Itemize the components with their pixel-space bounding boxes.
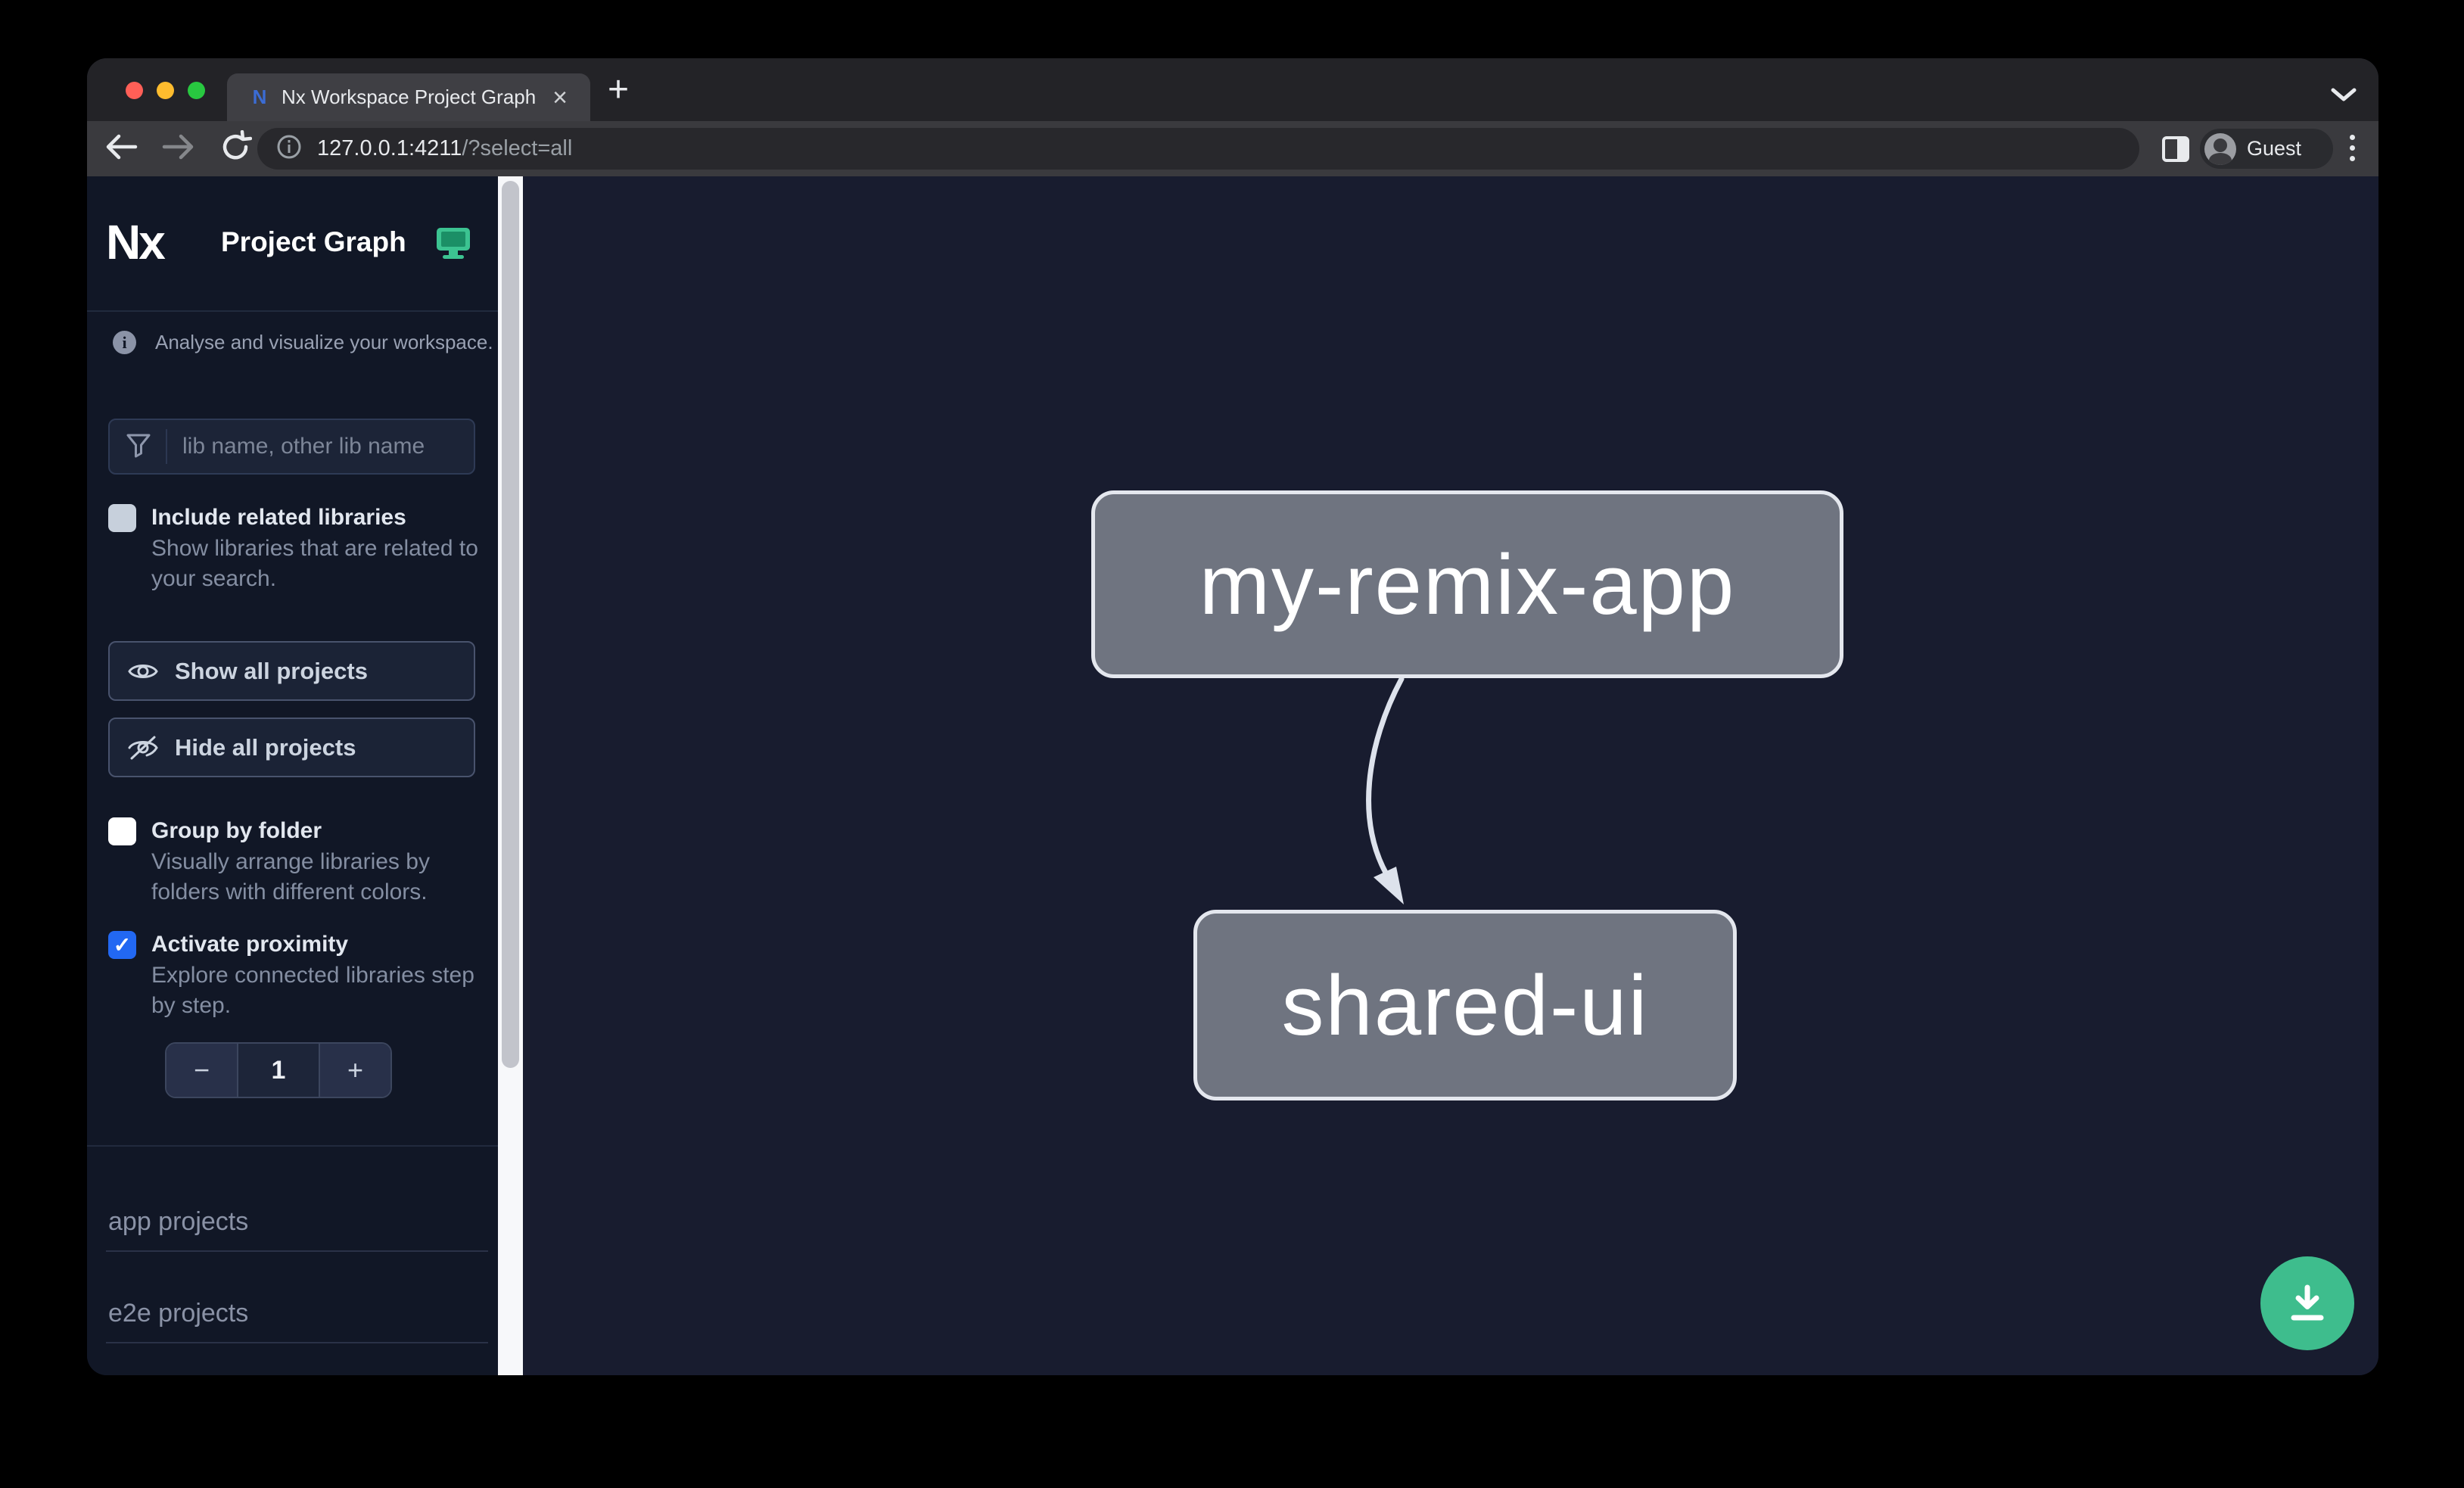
scrollbar-thumb[interactable] (502, 181, 519, 1068)
sidebar: Nx Project Graph i Analyse and visualize… (87, 176, 498, 1375)
option-activate-proximity: ✓ Activate proximity Explore connected l… (108, 929, 493, 1021)
section-e2e-projects[interactable]: e2e projects (108, 1299, 249, 1328)
nx-logo: Nx (106, 215, 166, 269)
graph-node-shared-ui[interactable]: shared-ui (1193, 910, 1737, 1100)
tab-bar: N Nx Workspace Project Graph × + (87, 58, 2378, 121)
sidebar-scrollbar[interactable] (498, 176, 523, 1375)
url-host: 127.0.0.1:4211 (317, 136, 462, 160)
section-underline (106, 1250, 488, 1252)
hide-all-projects-button[interactable]: Hide all projects (108, 718, 475, 777)
option-group-by-folder: Group by folder Visually arrange librari… (108, 816, 493, 907)
section-underline (106, 1342, 488, 1343)
site-info-icon[interactable] (276, 134, 302, 163)
proximity-stepper: − 1 + (165, 1042, 392, 1098)
tab-search-chevron-icon[interactable] (2329, 86, 2359, 107)
brand: Nx Project Graph (106, 214, 406, 270)
info-icon: i (113, 331, 136, 354)
browser-window: N Nx Workspace Project Graph × + 127.0. (87, 58, 2378, 1375)
option-label[interactable]: Include related libraries (151, 505, 406, 530)
browser-menu-icon[interactable] (2350, 135, 2355, 161)
tab-close-icon[interactable]: × (552, 82, 568, 112)
browser-tab[interactable]: N Nx Workspace Project Graph × (227, 73, 590, 121)
url-path: /?select=all (462, 136, 573, 160)
show-all-projects-button[interactable]: Show all projects (108, 641, 475, 701)
download-icon (2291, 1284, 2324, 1321)
new-tab-button[interactable]: + (608, 70, 630, 110)
search-separator (166, 429, 167, 464)
minimize-window-button[interactable] (157, 82, 174, 99)
eye-off-icon (128, 736, 158, 759)
include-related-checkbox[interactable] (108, 504, 136, 532)
hide-all-label: Hide all projects (175, 733, 356, 761)
dependency-edge (1366, 676, 1405, 904)
address-bar[interactable]: 127.0.0.1:4211/?select=all (257, 128, 2139, 170)
stepper-decrement-button[interactable]: − (166, 1044, 237, 1097)
profile-label: Guest (2247, 137, 2302, 160)
panel-divider (87, 1145, 498, 1147)
download-graph-button[interactable] (2260, 1256, 2354, 1350)
maximize-window-button[interactable] (188, 82, 205, 99)
show-all-label: Show all projects (175, 657, 368, 684)
edge-arrowhead-icon (1374, 867, 1404, 904)
traffic-lights (126, 82, 205, 99)
side-panel-icon[interactable] (2162, 136, 2189, 166)
option-label[interactable]: Group by folder (151, 818, 322, 843)
option-description: Show libraries that are related to your … (151, 536, 478, 591)
activate-proximity-checkbox[interactable]: ✓ (108, 931, 136, 959)
eye-icon (128, 664, 158, 678)
forward-icon[interactable] (161, 132, 196, 166)
avatar (2204, 132, 2236, 165)
section-app-projects[interactable]: app projects (108, 1207, 249, 1236)
option-label[interactable]: Activate proximity (151, 932, 349, 957)
node-label: my-remix-app (1199, 537, 1736, 632)
option-description: Visually arrange libraries by folders wi… (151, 849, 430, 904)
stepper-increment-button[interactable]: + (320, 1044, 390, 1097)
search-input[interactable] (181, 433, 464, 460)
profile-button[interactable]: Guest (2200, 129, 2333, 169)
stepper-value[interactable]: 1 (237, 1044, 320, 1097)
header-divider (87, 310, 498, 312)
rankdir-monitor-icon[interactable] (435, 226, 471, 263)
graph-canvas[interactable]: my-remix-app shared-ui (523, 176, 2378, 1375)
search-box (108, 419, 475, 475)
back-icon[interactable] (104, 132, 138, 166)
option-description: Explore connected libraries step by step… (151, 963, 474, 1018)
group-by-folder-checkbox[interactable] (108, 817, 136, 845)
tagline-row: i Analyse and visualize your workspace. (113, 331, 493, 354)
filter-icon (125, 431, 152, 462)
graph-node-my-remix-app[interactable]: my-remix-app (1091, 490, 1843, 678)
url-text: 127.0.0.1:4211/?select=all (317, 136, 572, 161)
page-title: Project Graph (221, 226, 406, 257)
option-include-related: Include related libraries Show libraries… (108, 503, 493, 594)
tagline-text: Analyse and visualize your workspace. (155, 331, 493, 353)
browser-toolbar: 127.0.0.1:4211/?select=all Guest (87, 121, 2378, 176)
nx-favicon-icon: N (252, 86, 267, 108)
node-label: shared-ui (1281, 957, 1649, 1053)
close-window-button[interactable] (126, 82, 143, 99)
reload-icon[interactable] (219, 129, 253, 167)
tab-title: Nx Workspace Project Graph (282, 86, 537, 108)
